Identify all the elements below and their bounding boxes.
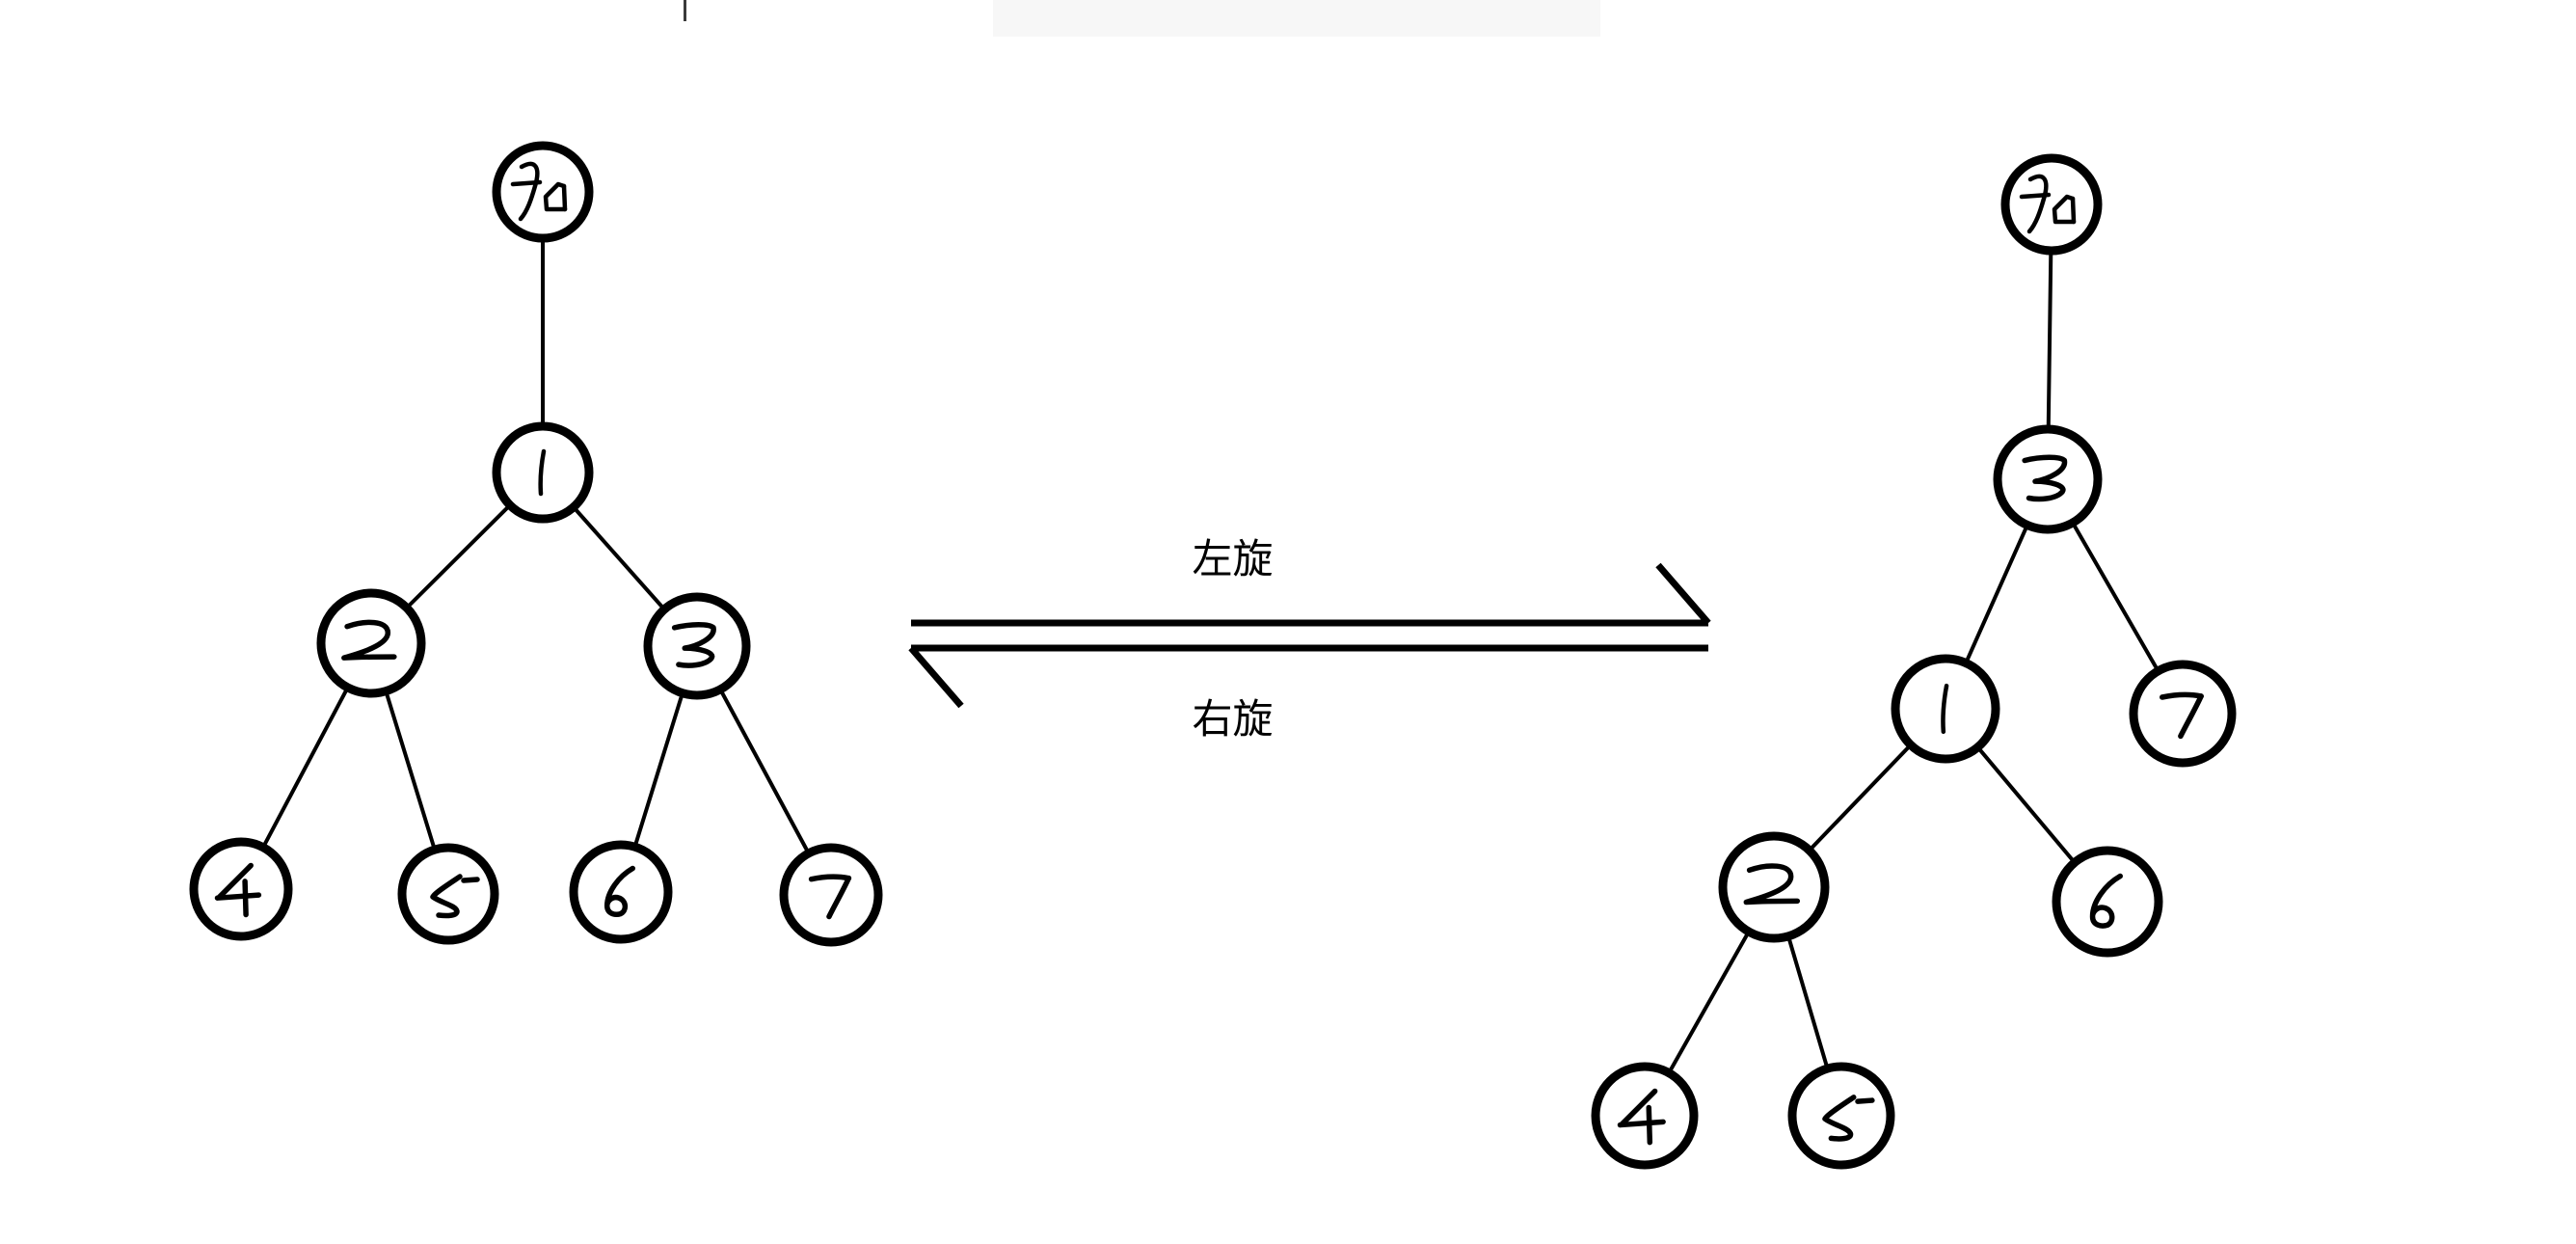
glyph-stroke-0 [216, 862, 254, 900]
node-circle-6 [2052, 846, 2163, 958]
scan-artifact-band [993, 0, 1600, 37]
tree-node-1-before-rotation[interactable] [492, 421, 594, 524]
glyph-stroke-2 [242, 879, 249, 918]
tree-edge-L-1-to-L-3 [570, 503, 668, 613]
glyph-stroke-1 [2019, 192, 2052, 200]
tree-node-2-after-rotation[interactable] [1718, 831, 1830, 943]
node-circle-fa [492, 141, 594, 243]
node-circle-2 [316, 588, 426, 698]
glyph-stroke-0 [808, 874, 852, 882]
tree-edge-R-fa-to-R-3 [2046, 246, 2053, 434]
tree-edge-R-3-to-R-7 [2069, 519, 2161, 675]
node-label-fa [510, 161, 568, 222]
tree-node-3-before-rotation[interactable] [643, 592, 751, 700]
tree-node-1-after-rotation[interactable] [1891, 654, 2000, 764]
tree-edge-R-1-to-R-2 [1806, 742, 1915, 854]
node-circle-5 [397, 843, 499, 945]
tree-node-4-after-rotation[interactable] [1591, 1062, 1699, 1170]
node-label-5 [430, 874, 480, 919]
glyph-stroke-0 [2026, 174, 2049, 234]
node-label-7 [808, 874, 852, 920]
tree-node-6-after-rotation[interactable] [2052, 846, 2163, 958]
tree-node-2-before-rotation[interactable] [316, 588, 426, 698]
node-label-6 [604, 865, 635, 917]
tree-node-5-after-rotation[interactable] [1787, 1062, 1895, 1170]
glyph-stroke-0 [1619, 1088, 1658, 1127]
tree-node-3-after-rotation[interactable] [1993, 424, 2103, 534]
node-circle-6 [569, 840, 673, 944]
node-label-1 [1941, 683, 1949, 735]
tree-edge-R-2-to-R-5 [1785, 932, 1831, 1073]
tree-node-7-after-rotation[interactable] [2129, 660, 2237, 768]
tree-node-7-before-rotation[interactable] [779, 843, 883, 947]
tree-node-5-before-rotation[interactable] [397, 843, 499, 945]
glyph-stroke-0 [1743, 863, 1801, 906]
glyph-stroke-3 [2052, 206, 2077, 225]
tree-edge-L-1-to-L-2 [403, 501, 514, 611]
glyph-stroke-0 [538, 448, 547, 497]
node-label-2 [341, 619, 397, 661]
node-label-5 [1822, 1095, 1875, 1142]
node-circle-4 [1591, 1062, 1699, 1170]
tree-edge-R-3-to-R-1 [1963, 521, 2030, 667]
glyph-stroke-0 [341, 619, 397, 661]
glyph-stroke-0 [2089, 873, 2123, 929]
node-label-2 [1743, 863, 1801, 906]
glyph-stroke-1 [510, 179, 543, 187]
node-label-fa [2019, 174, 2077, 234]
tree-edge-L-2-to-L-5 [383, 687, 438, 854]
glyph-stroke-1 [826, 875, 852, 920]
glyph-stroke-0 [671, 621, 716, 668]
glyph-stroke-1 [461, 877, 480, 883]
tree-node-fa-before-rotation[interactable] [492, 141, 594, 243]
glyph-stroke-0 [1941, 683, 1949, 735]
node-circle-fa [2000, 153, 2103, 256]
node-label-1 [538, 448, 547, 497]
node-label-4 [1617, 1088, 1666, 1146]
tree-edge-L-3-to-L-7 [717, 686, 812, 857]
left-rotation-label: 左旋 [1192, 535, 1273, 582]
glyph-stroke-1 [1617, 1119, 1666, 1128]
node-label-7 [2160, 691, 2204, 740]
glyph-stroke-0 [2022, 454, 2068, 502]
glyph-stroke-2 [1646, 1104, 1653, 1146]
right-rotation-arrow-head [908, 645, 964, 709]
glyph-stroke-0 [518, 161, 540, 222]
glyph-stroke-4 [2070, 196, 2077, 225]
glyph-stroke-1 [2178, 693, 2204, 740]
node-label-3 [2022, 454, 2068, 502]
tree-edge-L-3-to-L-6 [631, 689, 685, 852]
glyph-stroke-3 [543, 194, 568, 212]
rotation-transition-group: 左旋 右旋 [908, 535, 1711, 743]
tree-edges-layer [259, 234, 2161, 1077]
glyph-stroke-1 [1855, 1097, 1875, 1104]
tree-node-6-before-rotation[interactable] [569, 840, 673, 944]
tree-edge-L-2-to-L-4 [259, 684, 351, 852]
node-label-3 [671, 621, 716, 668]
glyph-stroke-0 [1822, 1095, 1857, 1142]
glyph-stroke-1 [214, 892, 262, 901]
tree-node-4-before-rotation[interactable] [189, 837, 293, 941]
node-label-4 [214, 862, 262, 918]
node-circle-2 [1718, 831, 1830, 943]
glyph-stroke-0 [430, 874, 463, 919]
scan-artifact-tick [684, 0, 686, 21]
glyph-stroke-4 [561, 183, 568, 212]
glyph-stroke-0 [2160, 691, 2204, 700]
node-circle-5 [1787, 1062, 1895, 1170]
node-circle-4 [189, 837, 293, 941]
tree-edge-R-1-to-R-6 [1974, 744, 2079, 866]
tree-edge-R-2-to-R-4 [1666, 928, 1752, 1077]
tree-node-fa-after-rotation[interactable] [2000, 153, 2103, 256]
node-circle-7 [779, 843, 883, 947]
left-rotation-arrow-head [1655, 562, 1711, 626]
glyph-stroke-0 [604, 865, 635, 917]
right-rotation-label: 右旋 [1192, 695, 1273, 743]
tree-nodes-layer [189, 141, 2237, 1170]
node-circle-7 [2129, 660, 2237, 768]
node-label-6 [2089, 873, 2123, 929]
